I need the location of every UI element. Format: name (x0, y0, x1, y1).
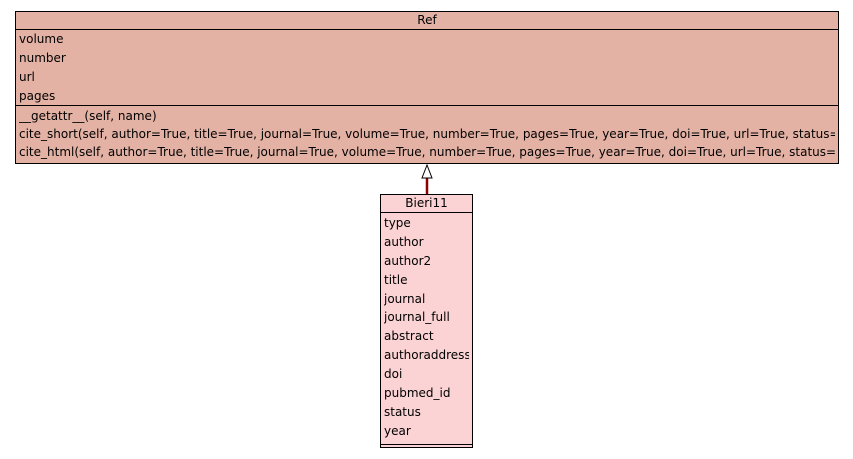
attribute-row: title (384, 272, 408, 287)
attribute-row: pubmed_id (384, 386, 451, 401)
attribute-row: volume (19, 32, 64, 46)
attribute-row: year (384, 423, 411, 438)
operation-row: cite_short(self, author=True, title=True… (19, 127, 835, 141)
generalization-arrowhead (421, 163, 433, 179)
class-ref-name: Ref (16, 12, 838, 30)
attribute-row: journal (384, 291, 426, 306)
attribute-row: abstract (384, 329, 434, 344)
class-bieri11[interactable]: Bieri11 type author author2 title journa… (380, 194, 473, 448)
operation-row: cite_html(self, author=True, title=True,… (19, 145, 835, 159)
attribute-row: author (384, 234, 424, 249)
class-ref-attributes: volume number url pages (16, 30, 838, 106)
attribute-row: journal_full (384, 310, 450, 325)
attribute-row: number (19, 51, 66, 65)
attribute-row: pages (19, 89, 56, 103)
attribute-row: type (384, 216, 411, 230)
class-bieri11-attributes: type author author2 title journal journa… (381, 213, 472, 445)
attribute-row: status (384, 404, 421, 419)
attribute-row: doi (384, 367, 403, 382)
attribute-row: author2 (384, 253, 432, 268)
attribute-row: url (19, 70, 35, 84)
class-ref-operations: __getattr__(self, name) cite_short(self,… (16, 106, 838, 162)
class-bieri11-name: Bieri11 (381, 195, 472, 213)
operation-row: __getattr__(self, name) (19, 109, 157, 123)
attribute-row: authoraddress (384, 348, 469, 363)
class-ref[interactable]: Ref volume number url pages __getattr__(… (15, 11, 839, 164)
